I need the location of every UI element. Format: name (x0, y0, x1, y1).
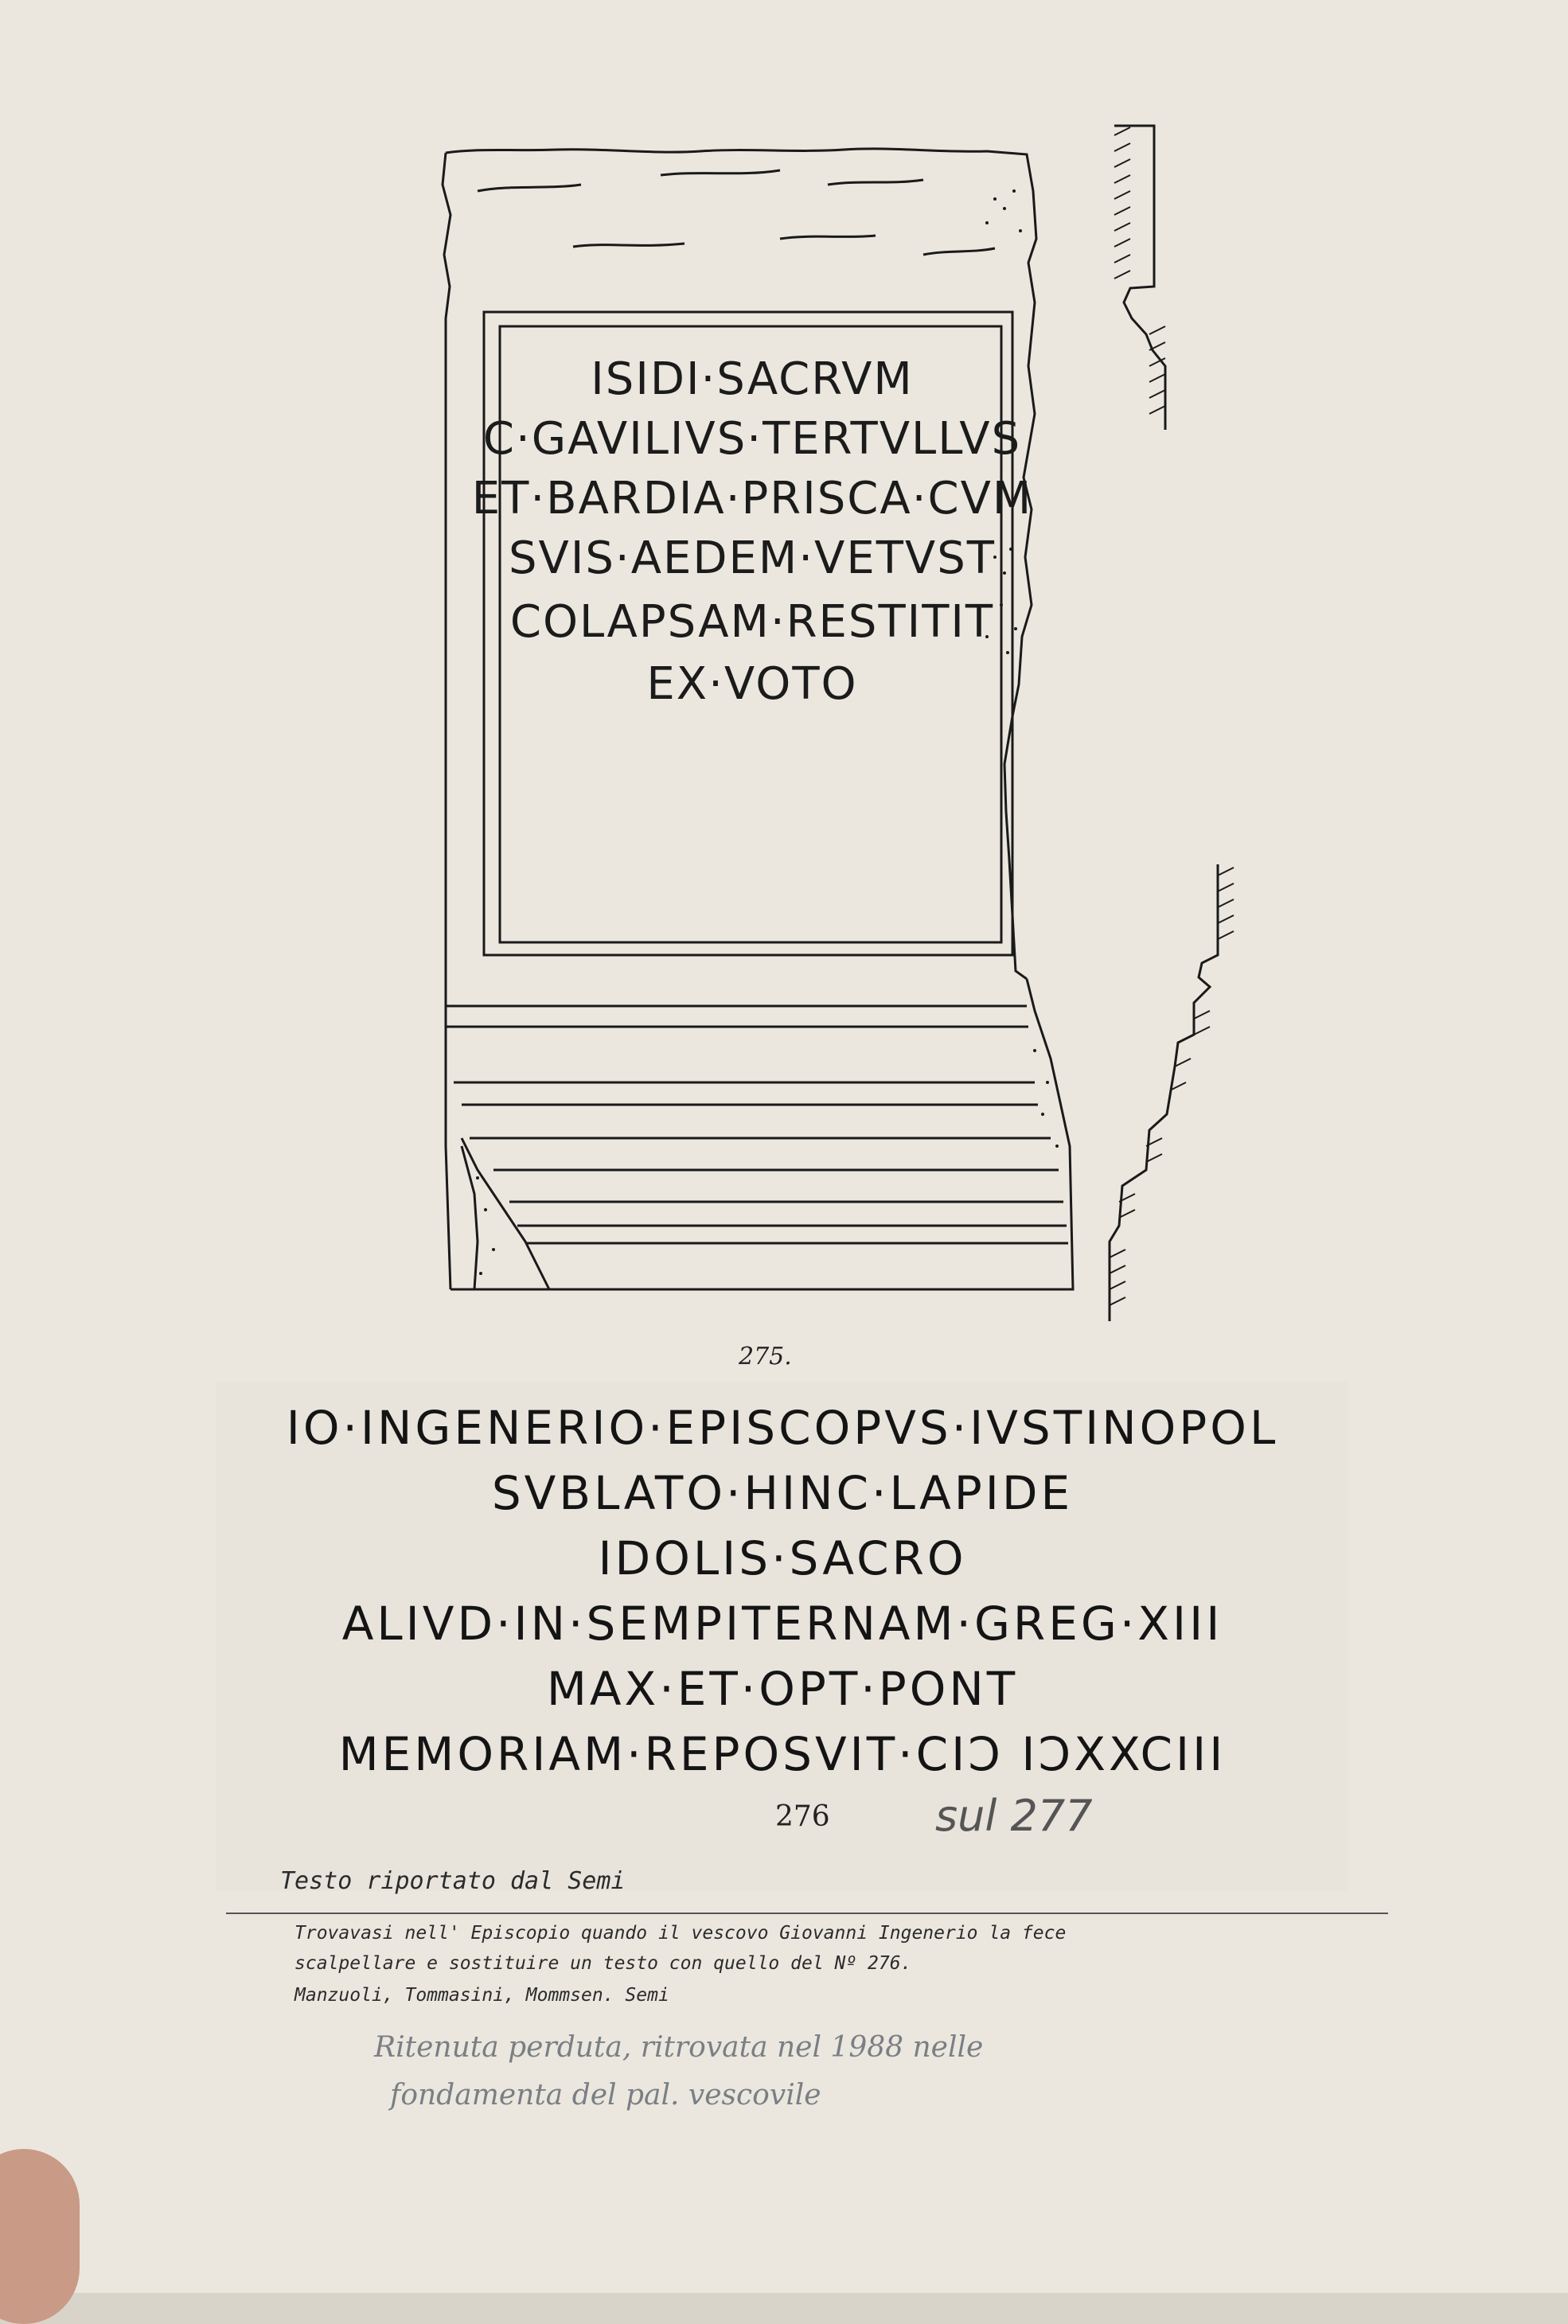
divider (226, 1913, 1388, 1914)
notes-line-2: scalpellare e sostituire un testo con qu… (294, 1953, 912, 1974)
stele-line-3: ET·BARDIA·PRISCA·CVM (472, 473, 1032, 524)
stele-line-1: ISIDI·SACRVM (591, 353, 914, 405)
inscription-plate: IO·INGENERIO·EPISCOPVS·IVSTINOPOL SVBLAT… (216, 1382, 1348, 1891)
notes-line-3: Manzuoli, Tommasini, Mommsen. Semi (294, 1985, 669, 2006)
stele-line-6: EX·VOTO (646, 658, 857, 710)
plate-number: 276 (775, 1800, 830, 1833)
stele-line-2: C·GAVILIVS·TERTVLLVS (483, 413, 1021, 465)
stele-line-4: SVIS·AEDEM·VETVST (509, 532, 996, 584)
notes-heading: Testo riportato dal Semi (280, 1867, 626, 1895)
plate-line-6: MEMORIAM·REPOSVIT·CIↃ IↃXXCIII (338, 1727, 1227, 1781)
pencil-note-1: Ritenuta perduta, ritrovata nel 1988 nel… (374, 2031, 984, 2064)
stele-drawing: ISIDI·SACRVM C·GAVILIVS·TERTVLLVS ET·BAR… (441, 124, 1235, 1369)
plate-line-2: SVBLATO·HINC·LAPIDE (491, 1466, 1074, 1520)
notes-line-1: Trovavasi nell' Episcopio quando il vesc… (294, 1923, 1067, 1944)
stele-line-5: COLAPSAM·RESTITIT (510, 596, 994, 648)
pencil-note-2: fondamenta del pal. vescovile (390, 2079, 821, 2111)
plate-line-5: MAX·ET·OPT·PONT (546, 1662, 1019, 1716)
thumb (0, 2149, 80, 2324)
plate-annotation: sul 277 (935, 1791, 1093, 1841)
plate-line-4: ALIVD·IN·SEMPITERNAM·GREG·XIII (341, 1597, 1223, 1651)
stele-number: 275. (738, 1343, 792, 1369)
plate-line-3: IDOLIS·SACRO (598, 1531, 967, 1585)
plate-line-1: IO·INGENERIO·EPISCOPVS·IVSTINOPOL (286, 1401, 1279, 1455)
